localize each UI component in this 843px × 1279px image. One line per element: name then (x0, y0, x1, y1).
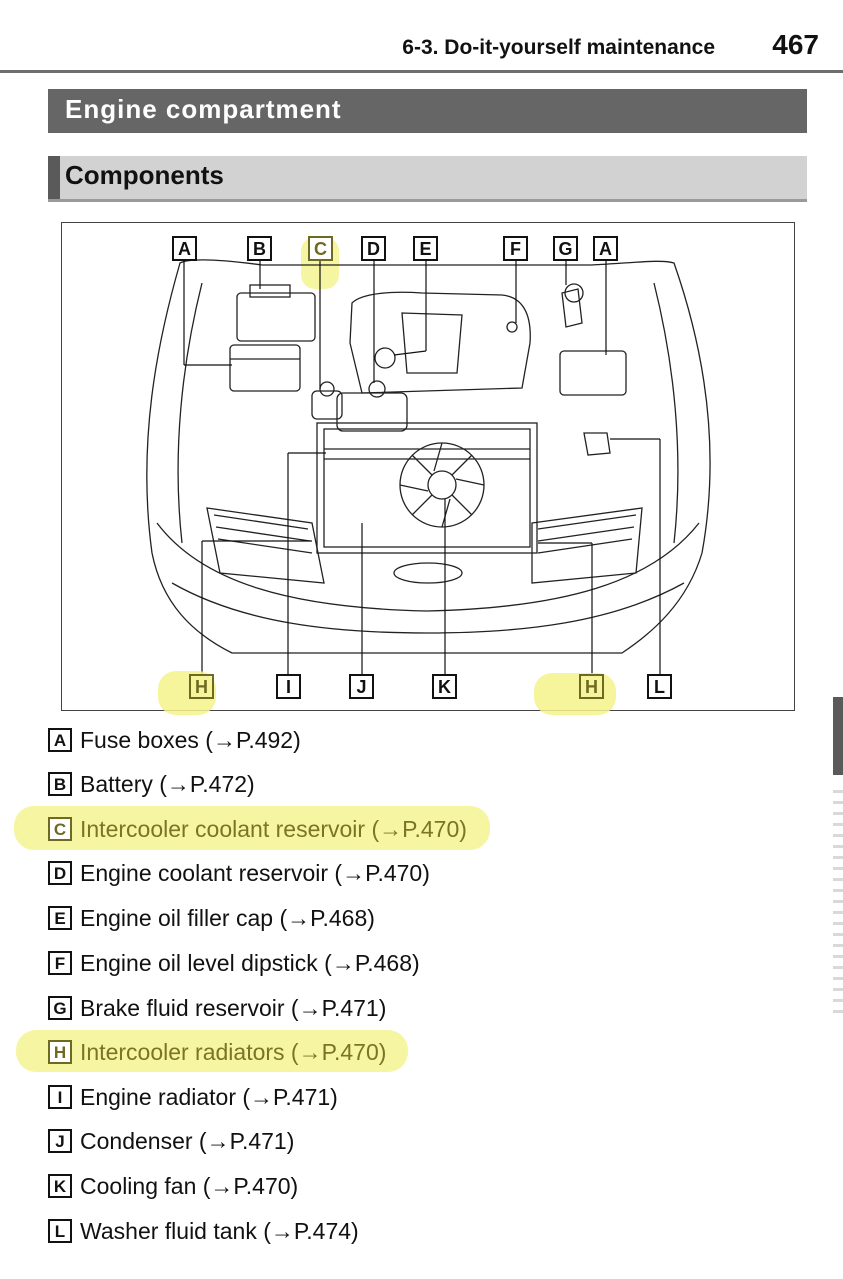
legend-label: Intercooler radiators (→P.470) (80, 1038, 387, 1065)
legend-label: Washer fluid tank (→P.474) (80, 1217, 359, 1244)
legend-label: Engine oil level dipstick (→P.468) (80, 949, 420, 976)
legend-label: Engine oil filler cap (→P.468) (80, 904, 375, 931)
highlight-mark (16, 1030, 408, 1072)
legend-key: E (48, 906, 72, 930)
legend-key: D (48, 861, 72, 885)
callout-j: J (349, 674, 374, 699)
running-head: 6-3. Do-it-yourself maintenance 467 (0, 0, 843, 73)
legend-label: Engine coolant reservoir (→P.470) (80, 859, 430, 886)
callout-h-right: H (579, 674, 604, 699)
page-number: 467 (772, 29, 819, 60)
callout-b: B (247, 236, 272, 261)
legend-item: L Washer fluid tank (→P.474) (48, 1215, 359, 1247)
legend-item: J Condenser (→P.471) (48, 1125, 294, 1157)
legend-key: C (48, 817, 72, 841)
legend-label: Engine radiator (→P.471) (80, 1083, 338, 1110)
legend-key: A (48, 728, 72, 752)
legend-item: D Engine coolant reservoir (→P.470) (48, 857, 430, 889)
callout-k: K (432, 674, 457, 699)
callout-l: L (647, 674, 672, 699)
page-title: Engine compartment (48, 89, 807, 133)
callout-a-left: A (172, 236, 197, 261)
section-title: 6-3. Do-it-yourself maintenance (402, 36, 715, 59)
legend-key: H (48, 1040, 72, 1064)
subtitle-accent (48, 156, 60, 199)
legend-label: Cooling fan (→P.470) (80, 1172, 299, 1199)
legend-label: Battery (→P.472) (80, 770, 255, 797)
callout-f: F (503, 236, 528, 261)
legend-label: Fuse boxes (→P.492) (80, 726, 301, 753)
legend-item: I Engine radiator (→P.471) (48, 1081, 338, 1113)
engine-illustration (146, 237, 711, 674)
legend-key: K (48, 1174, 72, 1198)
legend-label: Condenser (→P.471) (80, 1127, 295, 1154)
legend-key: L (48, 1219, 72, 1243)
header-rule (0, 70, 843, 73)
legend-label: Brake fluid reservoir (→P.471) (80, 994, 387, 1021)
legend-item: B Battery (→P.472) (48, 768, 255, 800)
highlight-mark (14, 806, 490, 850)
engine-compartment-figure: A B C D E F G A H I J K H L (61, 222, 795, 715)
legend-key: F (48, 951, 72, 975)
legend-key: I (48, 1085, 72, 1109)
legend-item: K Cooling fan (→P.470) (48, 1170, 298, 1202)
subtitle-bar: Components (48, 156, 807, 202)
legend-item: H Intercooler radiators (→P.470) (48, 1036, 386, 1068)
legend-item: G Brake fluid reservoir (→P.471) (48, 992, 386, 1024)
subtitle: Components (65, 160, 224, 190)
legend-key: B (48, 772, 72, 796)
legend-item: A Fuse boxes (→P.492) (48, 724, 301, 756)
callout-a-right: A (593, 236, 618, 261)
callout-c: C (308, 236, 333, 261)
callout-e: E (413, 236, 438, 261)
callout-h-left: H (189, 674, 214, 699)
legend-item: E Engine oil filler cap (→P.468) (48, 902, 375, 934)
legend-key: G (48, 996, 72, 1020)
legend-label: Intercooler coolant reservoir (→P.470) (80, 815, 467, 842)
legend-item: F Engine oil level dipstick (→P.468) (48, 947, 420, 979)
legend-item: C Intercooler coolant reservoir (→P.470) (48, 813, 467, 845)
legend-key: J (48, 1129, 72, 1153)
bleed-through-text (833, 790, 843, 1020)
callout-d: D (361, 236, 386, 261)
callout-i: I (276, 674, 301, 699)
highlight-mark (158, 671, 216, 715)
chapter-thumb-tab (833, 697, 843, 775)
callout-g: G (553, 236, 578, 261)
